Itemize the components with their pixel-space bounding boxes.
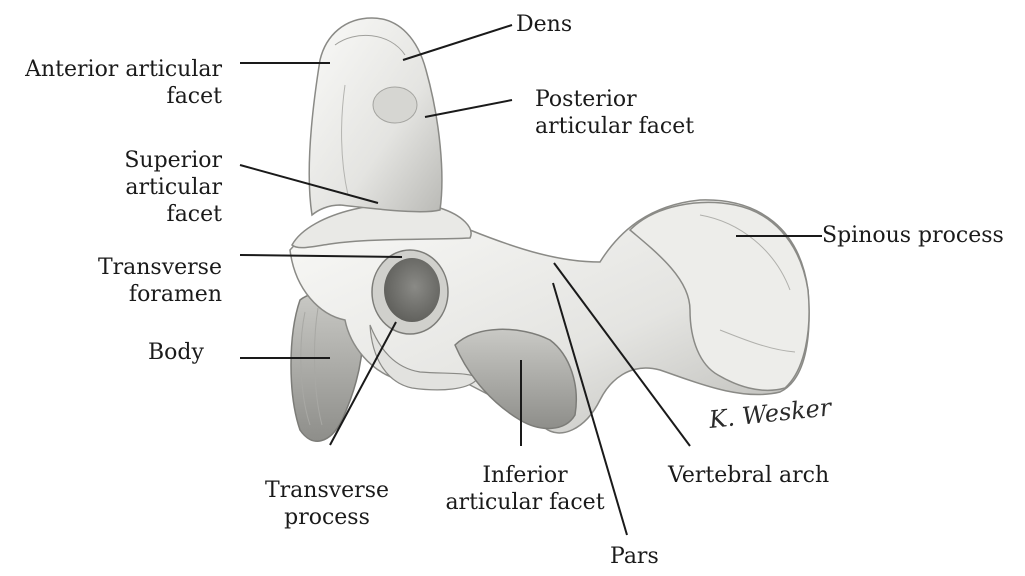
artist-signature: K. Wesker [707, 393, 834, 434]
dens-shape [309, 18, 442, 215]
label-body: Body [148, 339, 204, 366]
label-anterior-articular-facet: Anterior articular facet [25, 56, 222, 110]
label-posterior-articular-facet: Posterior articular facet [535, 86, 694, 140]
label-vertebral-arch: Vertebral arch [668, 462, 829, 489]
leader-dens [403, 25, 512, 60]
label-spinous-process: Spinous process [822, 222, 1004, 249]
label-transverse-process: Transverse process [257, 477, 397, 531]
label-inferior-articular-facet: Inferior articular facet [440, 462, 610, 516]
label-transverse-foramen: Transverse foramen [98, 254, 222, 308]
leader-posterior-articular-facet [425, 100, 512, 117]
label-dens: Dens [516, 11, 572, 38]
label-superior-articular-facet: Superior articular facet [124, 147, 222, 228]
label-pars: Pars [610, 543, 659, 570]
